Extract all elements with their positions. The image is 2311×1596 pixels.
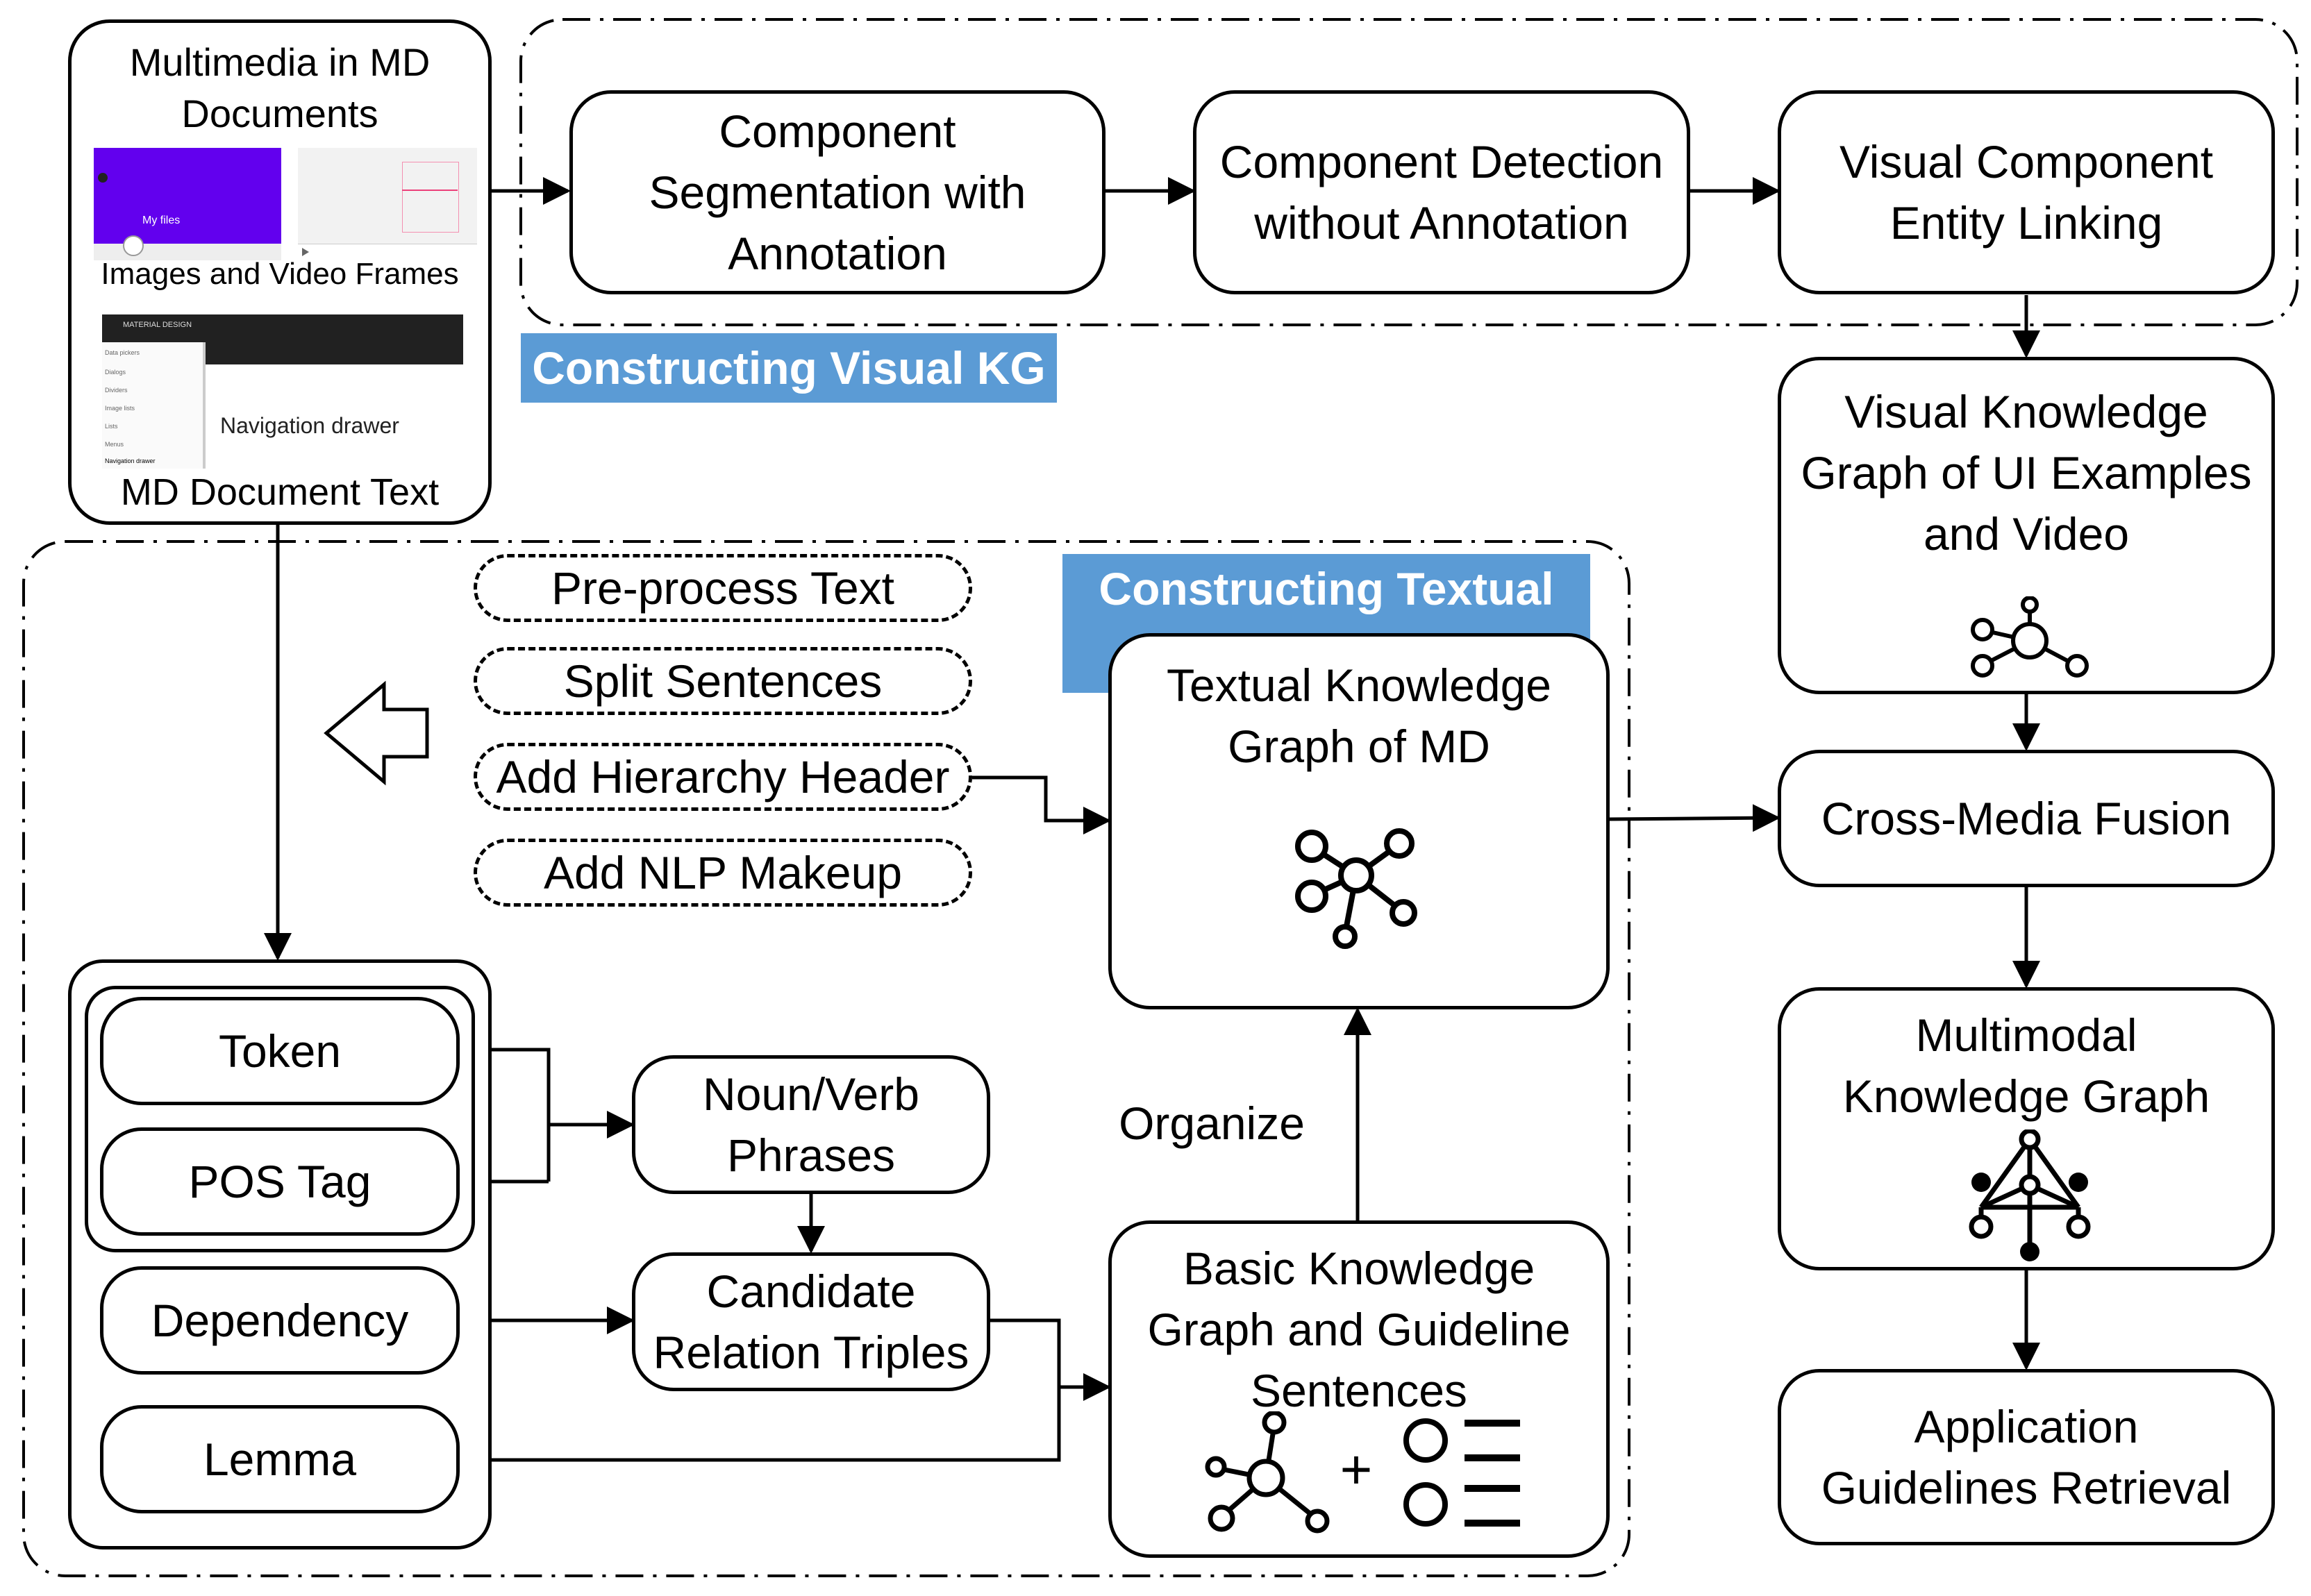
navigation-drawer-label: Navigation drawer (220, 413, 399, 438)
multimodal-kg-box: Multimodal Knowledge Graph (1778, 987, 2275, 1270)
connector-lemma (460, 1387, 1061, 1462)
entity-linking-box: Visual Component Entity Linking (1778, 90, 2275, 294)
candidate-triples-box: Candidate Relation Triples (632, 1252, 990, 1391)
plus-sign: + (1340, 1438, 1373, 1500)
pos-tag-box: POS Tag (100, 1127, 460, 1236)
textual-kg-tag: Constructing Textual KG (1062, 554, 1590, 693)
cross-media-fusion-box: Cross-Media Fusion (1778, 750, 2275, 887)
application-guidelines-box: Application Guidelines Retrieval (1778, 1369, 2275, 1545)
graph-icon (1971, 596, 2089, 678)
screenshot-app-purple: My files (94, 148, 281, 260)
md-document-text-label: MD Document Text (120, 471, 440, 513)
split-sentences-box: Split Sentences (474, 647, 972, 715)
visual-kg-region (519, 18, 2299, 326)
segmentation-box: Component Segmentation with Annotation (569, 90, 1106, 294)
screenshot-navigation-drawer: MATERIAL DESIGN Data pickers Dialogs Div… (102, 314, 463, 469)
multimedia-documents-box: Multimedia in MD Documents My files Imag… (68, 19, 492, 525)
screenshot-header-label: MATERIAL DESIGN (123, 321, 192, 329)
multimodal-kg-label: Multimodal Knowledge Graph (1842, 1009, 2210, 1122)
hierarchy-header-box: Add Hierarchy Header (474, 743, 972, 811)
visual-kg-box: Visual Knowledge Graph of UI Examples an… (1778, 357, 2275, 694)
nlp-makeup-box: Add NLP Makeup (474, 839, 972, 907)
organize-label: Organize (1119, 1098, 1305, 1149)
preprocess-text-box: Pre-process Text (474, 554, 972, 622)
detection-box: Component Detection without Annotation (1193, 90, 1690, 294)
basic-kg-box: Basic Knowledge Graph and Guideline Sent… (1108, 1220, 1610, 1558)
screenshot-menu-2: Dialogs (105, 369, 126, 376)
screenshot-menu-1: Data pickers (105, 349, 140, 356)
lemma-box: Lemma (100, 1405, 460, 1513)
screenshot-menu-4: Image lists (105, 405, 135, 412)
arrow-textualkg-to-fusion (1609, 804, 1780, 832)
noun-verb-phrases-box: Noun/Verb Phrases (632, 1055, 990, 1194)
arrow-header-to-textualkg (972, 775, 1111, 834)
textual-kg-label: Textual Knowledge Graph of MD (1166, 660, 1552, 772)
multimedia-title: Multimedia in MD Documents (129, 40, 431, 135)
outline-arrow-left-icon (324, 680, 429, 786)
graph-icon (1295, 828, 1417, 949)
images-video-frames-label: Images and Video Frames (101, 257, 459, 291)
visual-kg-tag: Constructing Visual KG (521, 333, 1057, 403)
screenshot-my-files: My files (142, 215, 181, 226)
screenshot-menu-3: Dividers (105, 387, 128, 394)
network-icon (1969, 1129, 2091, 1261)
token-box: Token (100, 997, 460, 1105)
graph-icon (1205, 1411, 1330, 1534)
screenshot-menu-7: Navigation drawer (105, 457, 156, 464)
basic-kg-label: Basic Knowledge Graph and Guideline Sent… (1147, 1243, 1571, 1416)
screenshot-spec (298, 148, 477, 260)
dependency-box: Dependency (100, 1266, 460, 1375)
textual-kg-region (22, 540, 1630, 1577)
screenshot-menu-5: Lists (105, 423, 118, 430)
screenshot-menu-6: Menus (105, 441, 124, 448)
visual-kg-label: Visual Knowledge Graph of UI Examples an… (1801, 386, 2252, 560)
textual-kg-box: Textual Knowledge Graph of MD (1108, 633, 1610, 1009)
list-icon (1403, 1418, 1520, 1527)
arrow-triples-to-basickg (990, 1318, 1111, 1401)
arrow-token-pos-to-phrases (460, 1048, 635, 1139)
